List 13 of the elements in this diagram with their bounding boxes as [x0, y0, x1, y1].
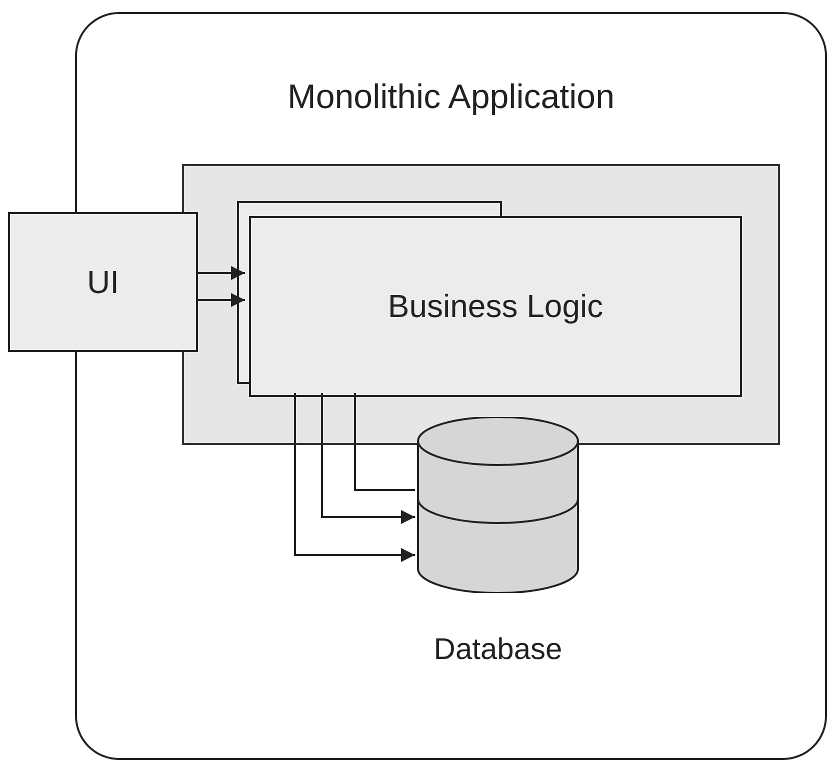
component-label: UI	[87, 264, 119, 300]
component-box	[8, 212, 198, 352]
application-frame	[75, 12, 827, 760]
arrow	[198, 266, 245, 280]
frame-title: Monolithic Application	[286, 78, 616, 117]
database-cylinder	[417, 417, 579, 593]
arrow	[198, 293, 245, 307]
stacked-process-box	[237, 201, 742, 397]
arrow	[294, 393, 415, 562]
arrow	[321, 393, 415, 524]
database-label: Database	[432, 633, 564, 667]
component-label: Business Logic	[388, 288, 604, 325]
container-panel	[182, 164, 780, 445]
